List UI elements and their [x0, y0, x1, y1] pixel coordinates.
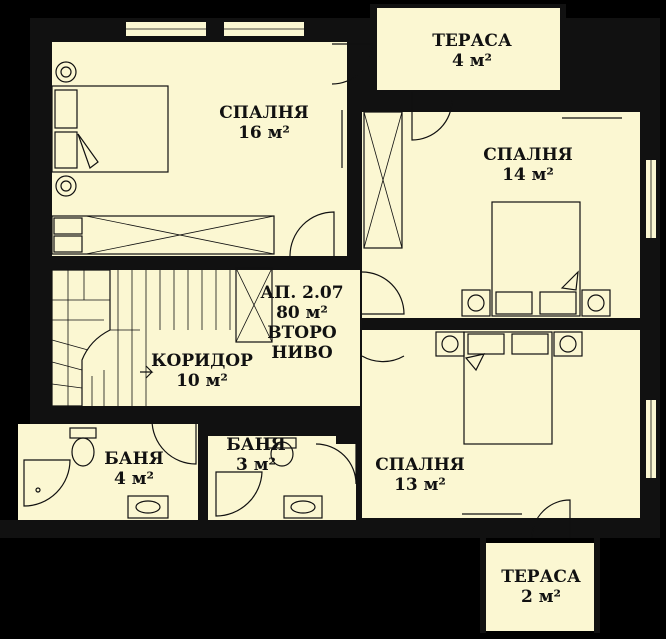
bedroom-a-furniture	[51, 61, 343, 255]
apartment-level-1: ВТОРО	[267, 323, 337, 343]
bedroom-b-area: 14 м²	[502, 165, 554, 185]
apartment-area: 80 м²	[276, 303, 328, 323]
bath-a-fixtures	[23, 427, 169, 519]
wall-bath-b-corner	[336, 406, 362, 444]
wall-bedroom-b-top-left	[362, 90, 410, 112]
bedroom-c-name: СПАЛНЯ	[375, 455, 465, 475]
bedroom-a-area: 16 м²	[238, 123, 290, 143]
apartment-level-2: НИВО	[271, 343, 332, 363]
terrace-bottom-floor	[486, 543, 594, 631]
bedroom-b-name: СПАЛНЯ	[483, 145, 573, 165]
terrace-bottom-area: 2 м²	[521, 587, 561, 607]
terrace-bottom-wall-left	[480, 538, 486, 633]
terrace-top-floor	[377, 8, 560, 90]
bedroom-a-floor	[52, 42, 347, 256]
bedroom-a-name: СПАЛНЯ	[219, 103, 309, 123]
bedroom-b-floor	[362, 112, 640, 318]
wall-bedroom-a-bottom-2	[336, 256, 362, 270]
terrace-top-wall-right	[560, 4, 566, 90]
wall-corridor-bottom-right	[198, 406, 348, 424]
bath-b-name: БАНЯ	[226, 435, 285, 455]
bath-b-area: 3 м²	[236, 455, 276, 475]
bath-b-fixtures	[215, 437, 323, 519]
bath-a-name: БАНЯ	[104, 449, 163, 469]
terrace-top-area: 4 м²	[452, 51, 492, 71]
terrace-top-name: ТЕРАСА	[432, 31, 512, 51]
terrace-top-wall-left	[370, 4, 377, 90]
wall-bath-b-right	[356, 484, 362, 520]
wall-bath-divider	[198, 406, 208, 520]
bedroom-c-floor	[362, 330, 640, 518]
wall-bath-b-top	[198, 424, 308, 436]
terrace-bottom-wall-right	[594, 538, 600, 633]
bath-b-floor	[208, 436, 356, 520]
wall-bedroom-b-top	[456, 90, 660, 112]
bath-a-floor	[18, 424, 198, 520]
terrace-bottom-name: ТЕРАСА	[501, 567, 581, 587]
wall-bedroom-a-bottom	[30, 256, 288, 270]
wall-bedroom-b-bottom	[362, 318, 660, 330]
bath-a-area: 4 м²	[114, 469, 154, 489]
room-labels: СПАЛНЯ 16 м² ТЕРАСА 4 м² СПАЛНЯ 14 м² АП…	[104, 31, 581, 607]
wall-bottom-right	[600, 520, 660, 538]
doors	[151, 43, 571, 539]
corridor-floor	[52, 270, 360, 406]
wall-bottom	[0, 520, 480, 538]
wall-corridor-bottom-left	[30, 406, 150, 424]
corridor-area: 10 м²	[176, 371, 228, 391]
corridor-name: КОРИДОР	[151, 351, 253, 371]
wall-bedroom-a-right	[347, 90, 362, 266]
bedroom-c-furniture	[435, 331, 583, 515]
terrace-top-wall	[370, 4, 566, 8]
bedroom-c-area: 13 м²	[394, 475, 446, 495]
staircase	[51, 269, 231, 407]
apartment-id: АП. 2.07	[260, 283, 343, 303]
bedroom-b-furniture	[461, 117, 622, 317]
